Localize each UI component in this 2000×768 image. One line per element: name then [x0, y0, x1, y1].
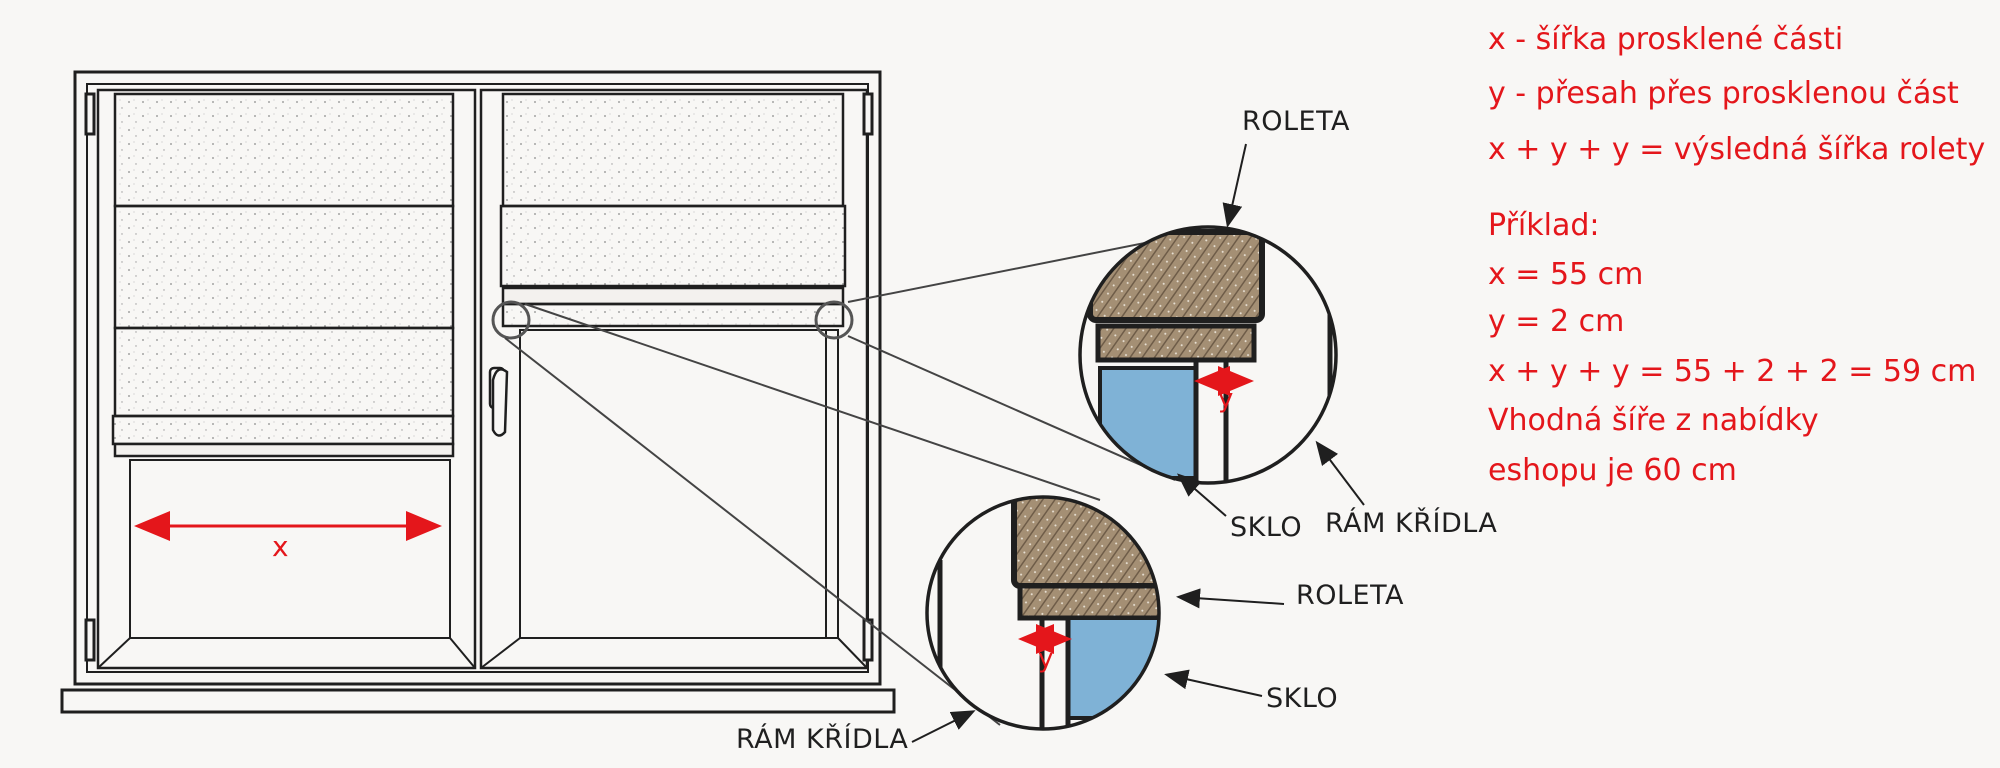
- label-sklo-top: SKLO: [1230, 512, 1303, 543]
- zoom-spot-right: [814, 300, 854, 340]
- label-ram-kridla-bottom: RÁM KŘÍDLA: [736, 724, 909, 755]
- zoom-spot-left: [491, 300, 531, 340]
- zoom-detail-top: [1078, 225, 1338, 485]
- y-mark-top: y: [1218, 384, 1234, 414]
- example-y: y = 2 cm: [1488, 304, 1625, 339]
- label-roleta-bottom: ROLETA: [1296, 580, 1404, 611]
- window-handle: [488, 366, 509, 437]
- label-roleta-top: ROLETA: [1242, 106, 1350, 137]
- legend-line-formula: x + y + y = výsledná šířka rolety: [1488, 132, 1986, 167]
- zoom-connectors: [504, 229, 1211, 726]
- label-ram-kridla-top: RÁM KŘÍDLA: [1325, 508, 1498, 539]
- legend-line-x: x - šířka prosklené části: [1488, 22, 1844, 57]
- right-blind: [499, 92, 847, 328]
- y-mark-bottom: y: [1038, 644, 1054, 674]
- window-frame: [60, 70, 896, 714]
- label-sklo-bottom: SKLO: [1266, 683, 1339, 714]
- zoom-detail-bottom: [925, 495, 1161, 731]
- callout-arrows: [911, 143, 1365, 743]
- example-title: Příklad:: [1488, 208, 1600, 243]
- x-mark: x: [272, 530, 289, 563]
- example-offer-2: eshopu je 60 cm: [1488, 453, 1737, 488]
- legend-line-y: y - přesah přes prosklenou část: [1488, 76, 1959, 111]
- example-offer: Vhodná šíře z nabídky: [1488, 403, 1819, 438]
- left-blind: [111, 92, 455, 458]
- example-sum: x + y + y = 55 + 2 + 2 = 59 cm: [1488, 354, 1977, 389]
- example-x: x = 55 cm: [1488, 257, 1644, 292]
